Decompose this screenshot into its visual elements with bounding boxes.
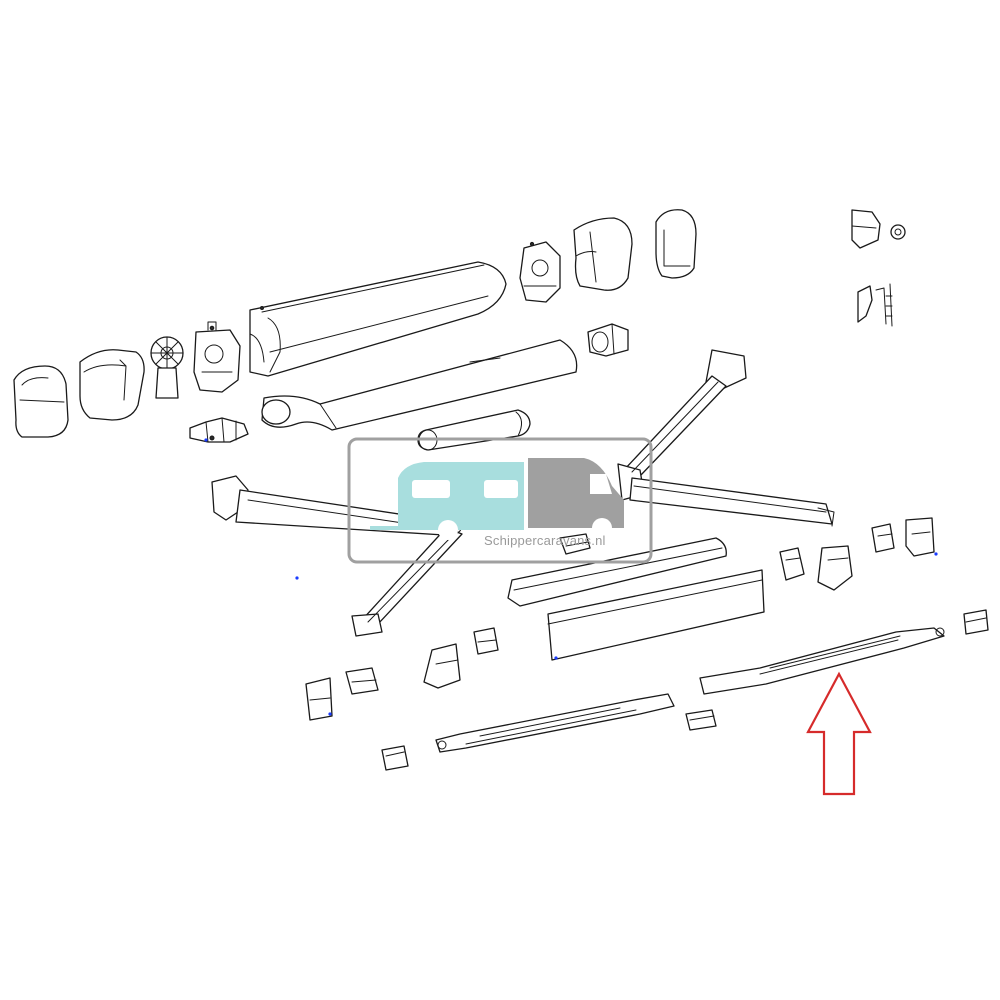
spring-clip-parts — [857, 283, 893, 327]
tension-rail-left — [435, 693, 675, 753]
arm-bracket-small — [559, 533, 591, 555]
up-arrow-outline-icon — [806, 671, 872, 796]
wall-bracket-right-b — [817, 545, 853, 591]
wall-bracket-left-d — [473, 627, 499, 655]
end-block-right — [963, 609, 989, 635]
awning-cassette-housing — [249, 261, 507, 377]
front-cover-panel — [547, 569, 765, 661]
caravan-icon — [370, 462, 524, 540]
wall-bracket-left-b — [345, 667, 379, 695]
tension-rail-right — [699, 627, 945, 695]
wall-bracket-left-a — [305, 677, 333, 721]
end-block-left — [381, 745, 409, 771]
mounting-bracket-top — [851, 209, 906, 249]
end-block-middle — [685, 709, 717, 731]
lead-bar-roller — [417, 409, 531, 451]
awning-fabric-roll — [261, 339, 578, 431]
wall-bracket-left-c — [423, 643, 461, 689]
right-end-cap-outer — [655, 209, 697, 279]
right-end-cap-inner — [573, 217, 633, 291]
gearbox-housing-right — [519, 241, 561, 303]
front-profile-rail — [507, 537, 727, 607]
left-end-cap-inner — [79, 349, 145, 421]
camper-icon — [528, 458, 624, 538]
left-end-cap-outer — [13, 365, 69, 438]
watermark-text: Schippercaravans.nl — [484, 533, 606, 548]
wall-bracket-right-a — [779, 547, 805, 581]
gear-wheel — [150, 336, 184, 399]
wall-bracket-right-c — [871, 517, 935, 557]
watermark-border — [347, 437, 653, 564]
drive-spool — [587, 323, 629, 357]
crank-coupling — [189, 417, 249, 443]
watermark-logo — [347, 437, 653, 564]
gearbox-housing-left — [193, 321, 241, 393]
accent-dots — [204, 438, 938, 716]
